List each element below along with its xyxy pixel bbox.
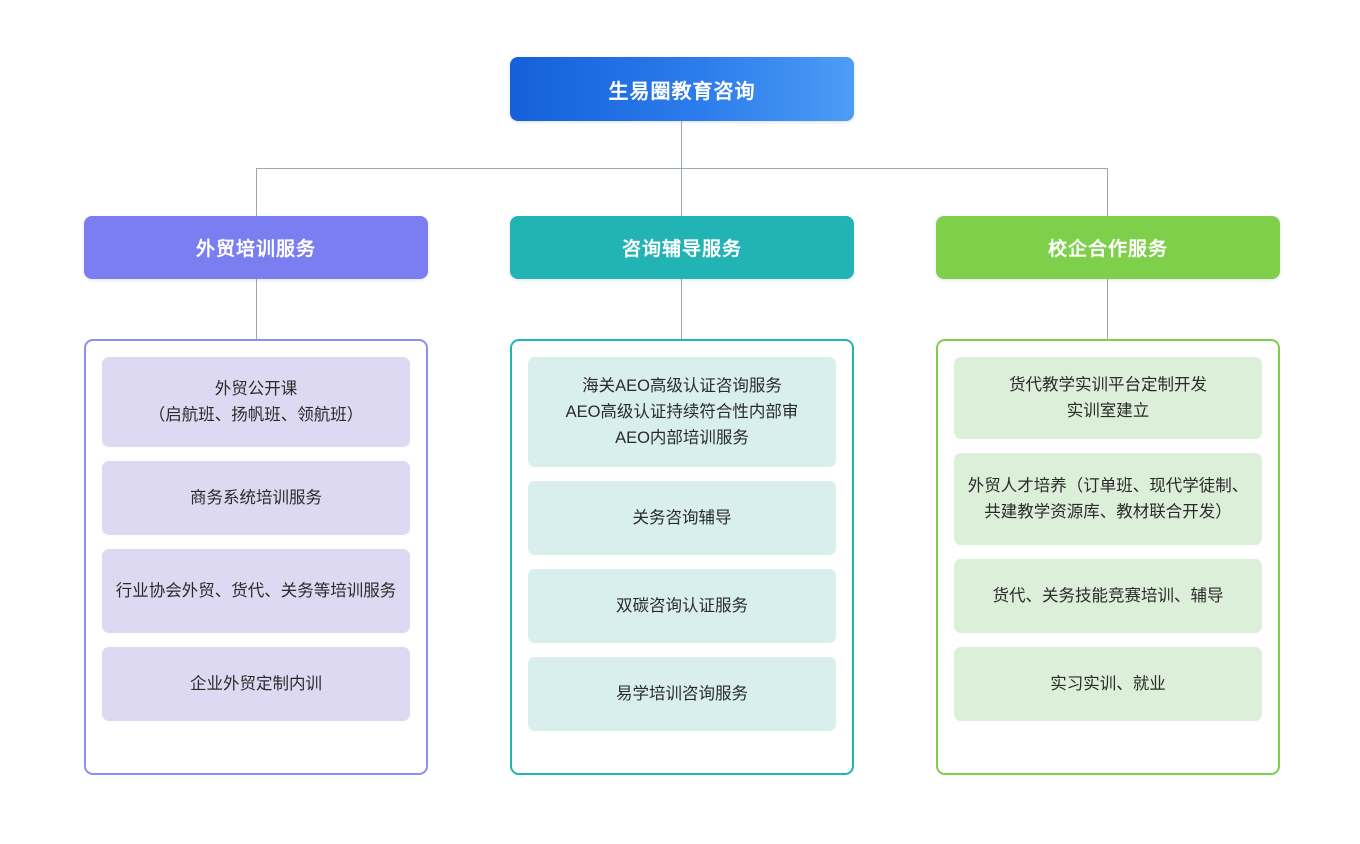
- list-item[interactable]: 商务系统培训服务: [102, 461, 410, 535]
- list-item[interactable]: 海关AEO高级认证咨询服务 AEO高级认证持续符合性内部审 AEO内部培训服务: [528, 357, 836, 467]
- connector-header-to-box-2: [681, 279, 683, 339]
- list-item[interactable]: 关务咨询辅导: [528, 481, 836, 555]
- column-container-consulting-coaching: 海关AEO高级认证咨询服务 AEO高级认证持续符合性内部审 AEO内部培训服务 …: [510, 339, 854, 775]
- connector-branch-1: [256, 168, 258, 216]
- root-node-label: 生易圈教育咨询: [608, 80, 756, 103]
- list-item[interactable]: 企业外贸定制内训: [102, 647, 410, 721]
- connector-root-down: [681, 121, 683, 168]
- column-container-foreign-trade-training: 外贸公开课 （启航班、扬帆班、领航班） 商务系统培训服务 行业协会外贸、货代、关…: [84, 339, 428, 775]
- column-header-school-enterprise-cooperation[interactable]: 校企合作服务: [936, 216, 1280, 279]
- list-item[interactable]: 货代教学实训平台定制开发 实训室建立: [954, 357, 1262, 439]
- column-header-label: 咨询辅导服务: [621, 239, 742, 260]
- root-node[interactable]: 生易圈教育咨询: [510, 57, 854, 121]
- column-header-label: 外贸培训服务: [195, 239, 316, 260]
- column-header-label: 校企合作服务: [1047, 239, 1168, 260]
- column-container-school-enterprise-cooperation: 货代教学实训平台定制开发 实训室建立 外贸人才培养（订单班、现代学徒制、共建教学…: [936, 339, 1280, 775]
- list-item[interactable]: 实习实训、就业: [954, 647, 1262, 721]
- connector-branch-3: [1107, 168, 1109, 216]
- list-item[interactable]: 外贸人才培养（订单班、现代学徒制、共建教学资源库、教材联合开发）: [954, 453, 1262, 545]
- list-item[interactable]: 外贸公开课 （启航班、扬帆班、领航班）: [102, 357, 410, 447]
- column-header-consulting-coaching[interactable]: 咨询辅导服务: [510, 216, 854, 279]
- list-item[interactable]: 双碳咨询认证服务: [528, 569, 836, 643]
- list-item[interactable]: 行业协会外贸、货代、关务等培训服务: [102, 549, 410, 633]
- list-item[interactable]: 易学培训咨询服务: [528, 657, 836, 731]
- column-header-foreign-trade-training[interactable]: 外贸培训服务: [84, 216, 428, 279]
- connector-header-to-box-1: [256, 279, 258, 339]
- list-item[interactable]: 货代、关务技能竞赛培训、辅导: [954, 559, 1262, 633]
- connector-branch-2: [681, 168, 683, 216]
- connector-header-to-box-3: [1107, 279, 1109, 339]
